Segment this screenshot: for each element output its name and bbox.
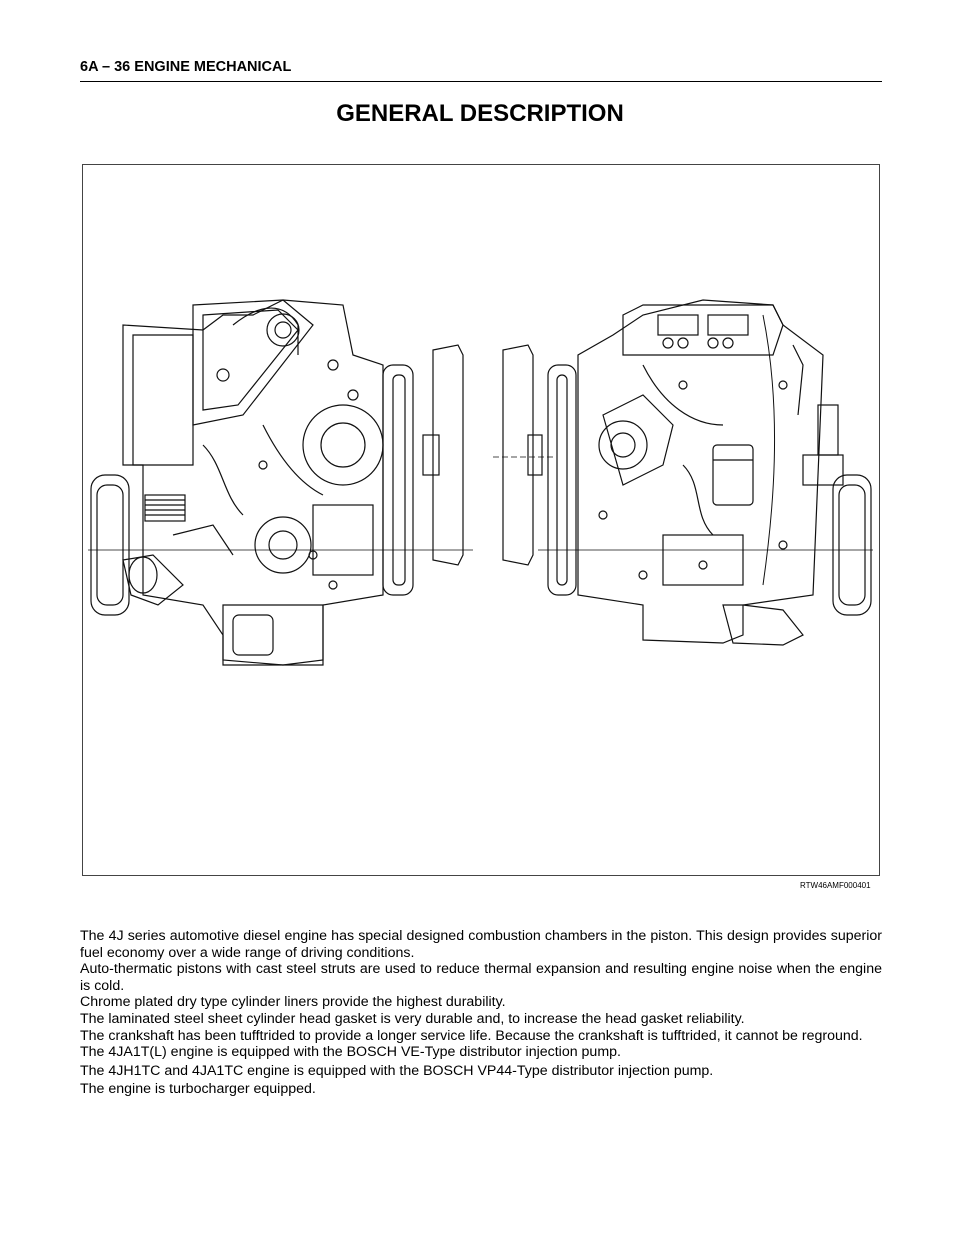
paragraph: The 4JA1T(L) engine is equipped with the…	[80, 1044, 621, 1061]
paragraph: The laminated steel sheet cylinder head …	[80, 1010, 745, 1027]
paragraph: The 4JH1TC and 4JA1TC engine is equipped…	[80, 1062, 714, 1079]
description-text: The 4J series automotive diesel engine h…	[80, 928, 882, 1098]
paragraph: The engine is turbocharger equipped.	[80, 1081, 316, 1098]
paragraph: Auto-thermatic pistons with cast steel s…	[80, 961, 882, 994]
paragraph: The 4J series automotive diesel engine h…	[80, 928, 882, 961]
paragraph: Chrome plated dry type cylinder liners p…	[80, 994, 506, 1011]
paragraph: The crankshaft has been tufftrided to pr…	[80, 1027, 863, 1044]
engine-drawing-icon	[88, 299, 873, 666]
section-header-text: 6A – 36 ENGINE MECHANICAL	[80, 59, 292, 75]
page-title: GENERAL DESCRIPTION	[336, 100, 624, 127]
engine-figure	[82, 164, 880, 876]
figure-code: RTW46AMF000401	[800, 881, 871, 890]
page-header: 6A – 36 ENGINE MECHANICAL	[80, 57, 882, 82]
